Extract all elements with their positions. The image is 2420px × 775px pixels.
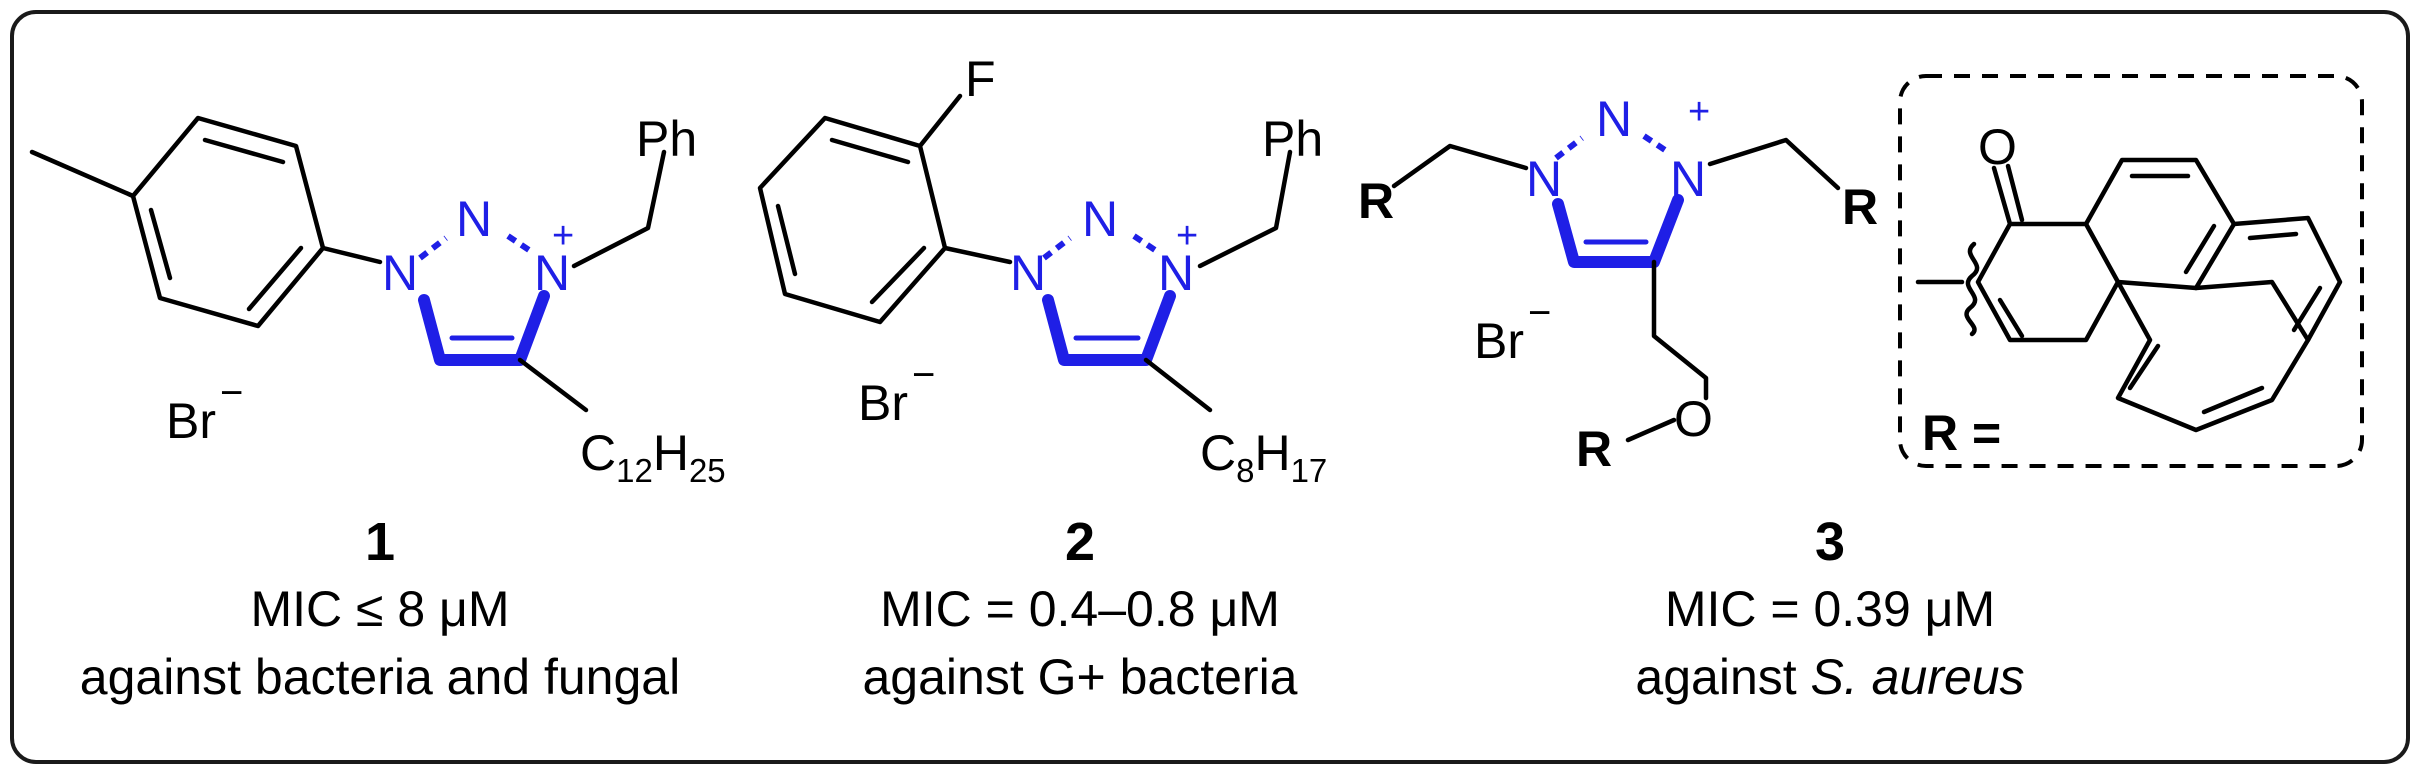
counterion-br: Br (166, 393, 216, 449)
figure-frame (10, 10, 2410, 764)
mic-value: MIC ≤ 8 μM (250, 581, 509, 637)
alkyl-bond (517, 357, 589, 413)
r-definition-label: R = (1922, 405, 2001, 461)
fluoro-atom: F (965, 51, 996, 107)
triazolium-ring-icon (1042, 233, 1176, 366)
triazole-n1: N (1526, 151, 1562, 207)
fluoro-bond (917, 93, 963, 149)
triazole-n1: N (1010, 245, 1046, 301)
r-group-bottom: R (1576, 421, 1612, 477)
benzyl-bond (571, 149, 667, 269)
o-r-bond (1625, 417, 1677, 443)
activity-text: against bacteria and fungal (80, 649, 680, 705)
left-ch2-bond (1391, 143, 1529, 189)
phenalenone-ring-icon (1915, 157, 2343, 433)
mic-value: MIC = 0.4–0.8 μM (880, 581, 1280, 637)
triazole-n1: N (382, 245, 418, 301)
benzene-ring-icon (130, 115, 326, 329)
counterion-charge: − (912, 353, 935, 397)
counterion-br: Br (1474, 313, 1524, 369)
triazole-charge: + (1176, 215, 1198, 257)
benzyl-bond (1197, 149, 1293, 269)
r-group-right: R (1842, 179, 1878, 235)
triazole-charge: + (1688, 91, 1710, 133)
alkyl-chain: C8H17 (1200, 425, 1327, 489)
triazole-n2: N (1596, 91, 1632, 147)
compound-number: 3 (1815, 512, 1845, 572)
right-ch2-bond (1707, 137, 1841, 191)
alkyl-chain: C12H25 (580, 425, 726, 489)
compound-number: 2 (1065, 512, 1095, 572)
mic-value: MIC = 0.39 μM (1665, 581, 1995, 637)
triazole-charge: + (552, 215, 574, 257)
triazolium-ring-icon (418, 233, 550, 366)
triazole-n3: N (534, 245, 570, 301)
aryl-n-bond (942, 245, 1013, 265)
substituent-ph: Ph (1262, 111, 1323, 167)
compound-number: 1 (365, 512, 395, 572)
triazole-n3: N (1158, 245, 1194, 301)
carbonyl-oxygen: O (1978, 119, 2017, 175)
benzene-ring-icon (757, 115, 948, 325)
counterion-charge: − (220, 371, 243, 415)
alkyl-bond (1143, 357, 1213, 413)
aryl-n-bond (320, 245, 383, 265)
compound-1: N N N + Ph C12H25 Br − 1 MIC ≤ 8 μM agai… (29, 111, 726, 705)
triazole-n2: N (456, 191, 492, 247)
ch2-o-bond (1651, 259, 1709, 401)
counterion-br: Br (858, 375, 908, 431)
substituent-ph: Ph (636, 111, 697, 167)
counterion-charge: − (1528, 291, 1551, 335)
triazole-n3: N (1670, 151, 1706, 207)
r-group-left: R (1358, 173, 1394, 229)
methyl-bond (29, 149, 136, 199)
activity-text: against G+ bacteria (863, 649, 1298, 705)
triazole-n2: N (1082, 191, 1118, 247)
triazolium-ring-icon (1552, 133, 1684, 268)
activity-text: against S. aureus (1635, 649, 2024, 705)
oxygen-linker: O (1674, 391, 1713, 447)
compound-2: F N N N + Ph C8H17 Br − 2 MIC = 0.4–0.8 … (757, 51, 1327, 705)
compound-3: R N N N + R O R Br − (1358, 74, 2364, 705)
r-definition-box (1898, 74, 2364, 468)
